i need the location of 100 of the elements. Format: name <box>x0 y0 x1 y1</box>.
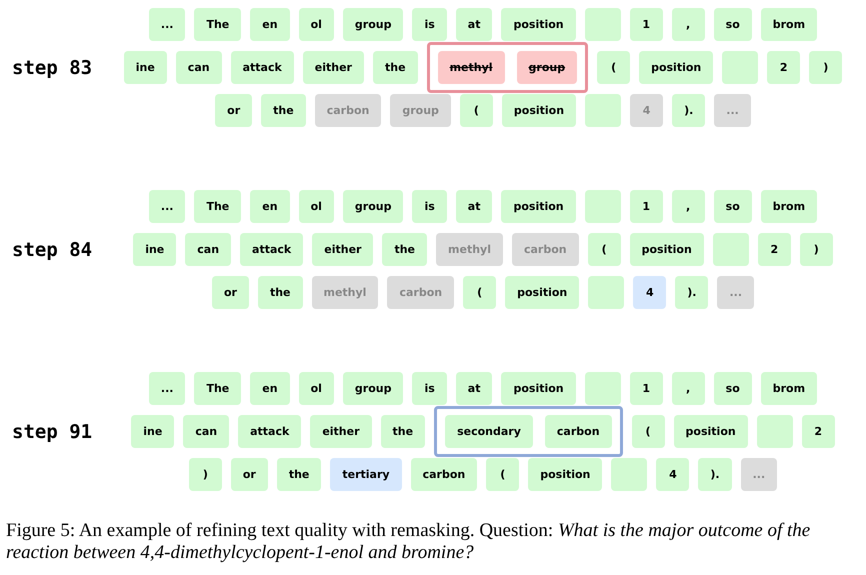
token: ). <box>675 276 708 309</box>
token: brom <box>760 372 818 405</box>
token: either <box>302 51 364 84</box>
token: position <box>501 190 576 223</box>
token: ol <box>298 8 334 41</box>
token: either <box>310 415 372 448</box>
token: The <box>194 372 242 405</box>
token: ... <box>148 372 186 405</box>
token: the <box>380 415 426 448</box>
empty-token <box>585 94 622 127</box>
token: ( <box>632 415 665 448</box>
step-label: step 91 <box>12 420 92 442</box>
token: attack <box>240 233 304 266</box>
struck-token: methyl <box>438 51 505 84</box>
token: ine <box>131 415 174 448</box>
token: position <box>674 415 748 448</box>
token: position <box>505 276 580 309</box>
token: or <box>212 276 249 309</box>
token: ( <box>597 51 630 84</box>
masked-token: methyl <box>312 276 378 309</box>
masked-token: ... <box>740 458 778 491</box>
token: ) <box>809 51 842 84</box>
token: secondary <box>445 415 533 448</box>
step-label: step 83 <box>12 56 92 78</box>
empty-token <box>584 372 621 405</box>
token: en <box>250 372 290 405</box>
token: group <box>342 190 404 223</box>
empty-token <box>722 51 758 84</box>
token: ol <box>298 190 334 223</box>
highlight-frame <box>434 406 623 457</box>
token: carbon <box>410 458 478 491</box>
token: position <box>502 94 576 127</box>
token: en <box>250 8 290 41</box>
token: position <box>501 8 576 41</box>
token: 1 <box>630 372 663 405</box>
token: , <box>672 372 705 405</box>
token: attack <box>238 415 302 448</box>
token: 2 <box>758 233 791 266</box>
highlight-frame <box>426 42 588 93</box>
token: the <box>373 51 418 84</box>
token: or <box>230 458 268 491</box>
token: position <box>501 372 576 405</box>
token: so <box>714 190 752 223</box>
token: position <box>630 233 704 266</box>
token: 1 <box>630 8 663 41</box>
token: position <box>639 51 714 84</box>
token: The <box>194 190 242 223</box>
token: ( <box>460 94 493 127</box>
masked-token: carbon <box>512 233 579 266</box>
token: can <box>183 415 230 448</box>
token: ) <box>800 233 833 266</box>
token: the <box>258 276 302 309</box>
masked-token: ... <box>717 276 754 309</box>
token: the <box>382 233 428 266</box>
masked-token: methyl <box>436 233 503 266</box>
token: The <box>194 8 242 41</box>
empty-token <box>712 233 749 266</box>
token: 4 <box>656 458 690 491</box>
token: is <box>412 372 447 405</box>
figure-caption: Figure 5: An example of refining text quality with remasking. Question: What is the major outcome of the reaction between 4,4-dimethylcyclopent-1-enol and bromine? <box>6 520 812 564</box>
token: the <box>276 458 322 491</box>
token: either <box>312 233 374 266</box>
token: is <box>412 190 447 223</box>
token: can <box>185 233 232 266</box>
token: ... <box>148 190 186 223</box>
token: ). <box>698 458 732 491</box>
token: ( <box>463 276 496 309</box>
masked-token: carbon <box>387 276 454 309</box>
token: at <box>456 372 492 405</box>
token: 2 <box>802 415 835 448</box>
token: attack <box>230 51 294 84</box>
token: ... <box>148 8 186 41</box>
token: so <box>714 8 752 41</box>
token: ( <box>486 458 520 491</box>
token: en <box>250 190 290 223</box>
token: ). <box>672 94 706 127</box>
masked-token: ... <box>714 94 751 127</box>
token: group <box>342 8 404 41</box>
token: tertiary <box>330 458 402 491</box>
token: or <box>215 94 252 127</box>
token: can <box>176 51 222 84</box>
step-label: step 84 <box>12 238 92 260</box>
masked-token: 4 <box>630 94 664 127</box>
token: brom <box>760 190 818 223</box>
token: 4 <box>633 276 666 309</box>
token: ( <box>588 233 621 266</box>
token: , <box>672 190 705 223</box>
token: 2 <box>767 51 800 84</box>
token: ine <box>124 51 167 84</box>
token: position <box>528 458 602 491</box>
empty-token <box>756 415 793 448</box>
empty-token <box>584 8 621 41</box>
empty-token <box>588 276 624 309</box>
token: 1 <box>630 190 663 223</box>
token: ol <box>298 372 334 405</box>
token: brom <box>760 8 818 41</box>
token: at <box>456 190 492 223</box>
token: at <box>456 8 492 41</box>
token: ) <box>188 458 222 491</box>
empty-token <box>584 190 621 223</box>
